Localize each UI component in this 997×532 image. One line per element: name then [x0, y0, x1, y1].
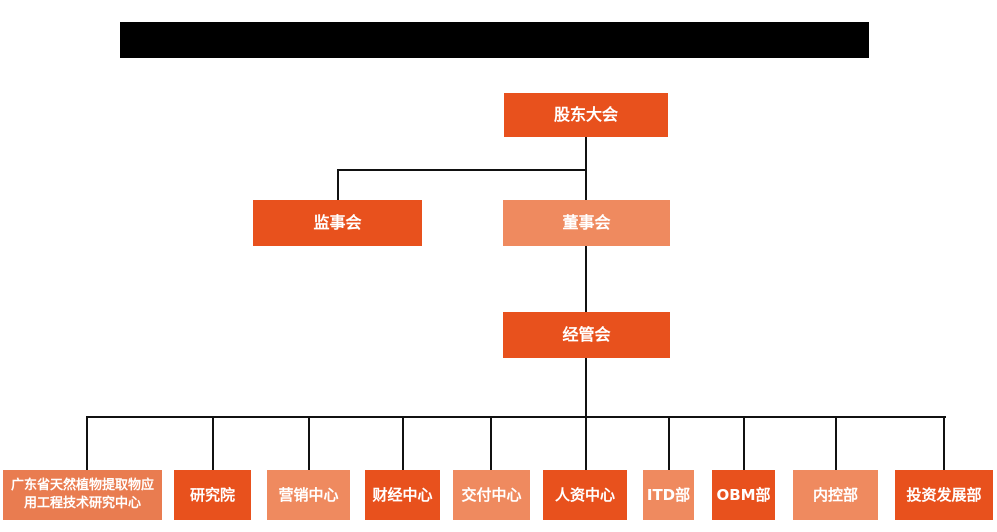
redacted-title-bar [120, 22, 869, 58]
node-dept-guangdong-research-center: 广东省天然植物提取物应用工程技术研究中心 [3, 470, 162, 520]
node-dept-delivery-center: 交付中心 [453, 470, 530, 520]
connector-drop-supervisory [337, 169, 339, 200]
node-dept-finance-center: 财经中心 [365, 470, 440, 520]
connector-management-to-bus [585, 358, 587, 416]
node-dept-obm: OBM部 [712, 470, 775, 520]
connector-drop-dept-2 [308, 416, 310, 470]
connector-branch-horizontal [337, 169, 587, 171]
connector-drop-dept-0 [86, 416, 88, 470]
node-dept-hr-center: 人资中心 [543, 470, 627, 520]
node-board-of-directors: 董事会 [503, 200, 670, 246]
connector-bus-horizontal [86, 416, 946, 418]
connector-drop-dept-6 [668, 416, 670, 470]
connector-board-to-management [585, 246, 587, 312]
connector-drop-dept-3 [402, 416, 404, 470]
connector-drop-dept-4 [490, 416, 492, 470]
connector-drop-dept-9 [943, 416, 945, 470]
node-supervisory-board: 监事会 [253, 200, 422, 246]
node-dept-investment-development: 投资发展部 [895, 470, 993, 520]
connector-drop-dept-8 [835, 416, 837, 470]
node-dept-research-institute: 研究院 [174, 470, 251, 520]
connector-drop-dept-7 [743, 416, 745, 470]
connector-drop-dept-1 [212, 416, 214, 470]
connector-drop-dept-5 [585, 416, 587, 470]
connector-shareholders-to-board [585, 137, 587, 200]
node-dept-internal-control: 内控部 [793, 470, 878, 520]
node-dept-itd: ITD部 [643, 470, 694, 520]
node-management-committee: 经管会 [503, 312, 670, 358]
node-shareholders-meeting: 股东大会 [504, 93, 668, 137]
node-dept-marketing-center: 营销中心 [267, 470, 350, 520]
